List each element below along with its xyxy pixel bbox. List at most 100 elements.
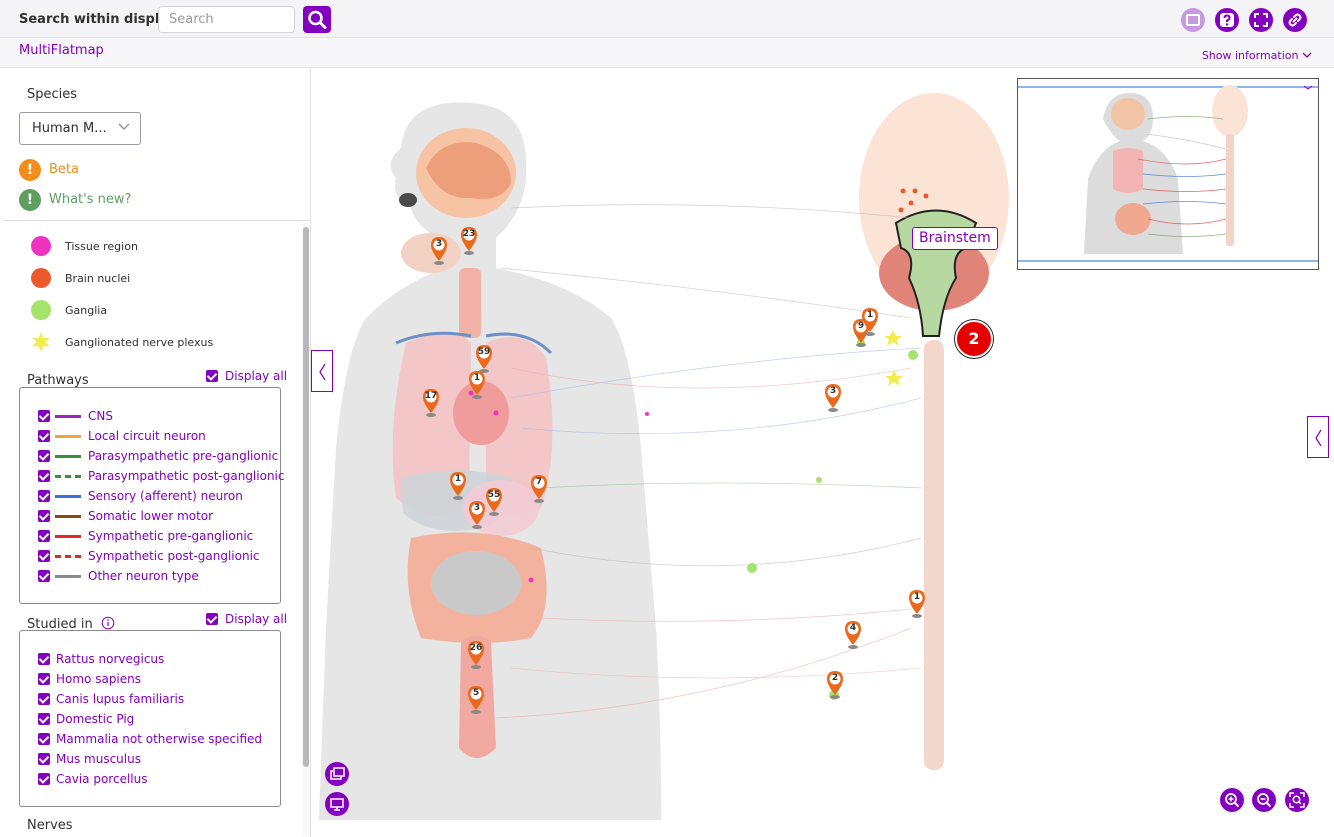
map-marker[interactable]: 9 [852, 318, 870, 348]
checkbox[interactable] [38, 773, 50, 785]
line-swatch [55, 435, 81, 438]
checkbox[interactable] [38, 490, 50, 502]
open-new-map-button[interactable] [325, 762, 349, 786]
marker-count: 4 [849, 623, 857, 633]
pathways-box: CNS Local circuit neuron Parasympathetic… [19, 387, 284, 604]
minimap-preview [1018, 85, 1318, 262]
pathways-title: Pathways [27, 373, 89, 388]
species-item-label: Homo sapiens [56, 672, 142, 686]
map-marker[interactable]: 2 [826, 670, 844, 700]
info-icon[interactable] [101, 616, 115, 630]
checkbox[interactable] [38, 450, 50, 462]
display-settings-button[interactable] [325, 792, 349, 816]
checkbox[interactable] [38, 550, 50, 562]
map-pin-icon [853, 319, 869, 347]
checkbox[interactable] [38, 410, 50, 422]
search-input[interactable] [158, 6, 295, 33]
checkbox[interactable] [38, 430, 50, 442]
fullscreen-button[interactable] [1249, 8, 1273, 32]
collapse-sidebar-tab[interactable] [311, 350, 333, 392]
map-pin-icon [486, 488, 502, 516]
species-select[interactable]: Human M... [19, 112, 141, 145]
top-toolbar: Search within display [0, 0, 1334, 38]
map-marker[interactable]: 17 [422, 388, 440, 418]
species-item-label: Domestic Pig [56, 712, 135, 726]
tab-multiflatmap[interactable]: MultiFlatmap [19, 43, 104, 58]
ganglia-icon [31, 300, 51, 320]
zoom-in-button[interactable] [1220, 788, 1244, 812]
checkbox[interactable] [38, 510, 50, 522]
legend-label: Tissue region [65, 240, 138, 253]
flatmap-icon [1186, 14, 1200, 26]
help-button[interactable] [1215, 8, 1239, 32]
map-marker[interactable]: 4 [844, 620, 862, 650]
checkbox[interactable] [38, 693, 50, 705]
map-marker[interactable]: 7 [530, 474, 548, 504]
checkbox[interactable] [38, 673, 50, 685]
pathway-label: Sympathetic pre-ganglionic [88, 529, 254, 543]
zoom-fit-button[interactable] [1285, 788, 1309, 812]
marker-count: 1 [454, 474, 462, 484]
species-item-label: Rattus norvegicus [56, 652, 165, 666]
pathway-label: Other neuron type [88, 569, 199, 583]
brainstem-tooltip: Brainstem [912, 227, 998, 250]
legend-label: Ganglionated nerve plexus [65, 336, 214, 349]
map-marker[interactable]: 1 [861, 307, 879, 337]
search-label: Search within display [19, 12, 177, 27]
studied-in-label: Studied in [27, 617, 93, 632]
checkbox[interactable] [38, 733, 50, 745]
show-information-toggle[interactable]: Show information [1202, 49, 1312, 62]
species-item-label: Mammalia not otherwise specified [56, 732, 263, 746]
checkbox[interactable] [38, 753, 50, 765]
chevron-left-icon [319, 363, 326, 381]
scrollbar[interactable] [302, 223, 310, 836]
map-pin-icon [862, 308, 878, 336]
search-button[interactable] [303, 6, 331, 33]
checkbox[interactable] [38, 570, 50, 582]
species-label: Species [27, 87, 78, 102]
map-marker[interactable]: 5 [467, 685, 485, 715]
checkbox[interactable] [38, 470, 50, 482]
flatmap-canvas[interactable] [311, 68, 1334, 837]
map-pin-icon [468, 686, 484, 714]
beta-label: Beta [49, 162, 79, 177]
map-marker[interactable]: 55 [485, 487, 503, 517]
map-marker[interactable]: 26 [467, 640, 485, 670]
marker-count: 3 [829, 386, 837, 396]
checkbox[interactable] [206, 370, 218, 382]
chevron-down-icon [1302, 52, 1312, 58]
checkbox[interactable] [38, 713, 50, 725]
zoom-out-button[interactable] [1252, 788, 1276, 812]
line-swatch [55, 535, 81, 538]
scrollbar-thumb[interactable] [303, 227, 309, 767]
map-marker[interactable]: 23 [460, 226, 478, 256]
map-marker[interactable]: 3 [824, 383, 842, 413]
help-icon [1220, 13, 1234, 27]
pathway-label: CNS [88, 409, 113, 423]
map-marker[interactable]: 3 [468, 500, 486, 530]
fullscreen-icon [1254, 13, 1268, 27]
nerve-plexus-star-icon [32, 332, 50, 352]
map-marker[interactable]: 1 [908, 589, 926, 619]
flatmap-view-button[interactable] [1181, 8, 1205, 32]
open-right-panel-tab[interactable] [1307, 416, 1329, 458]
map-marker[interactable]: 1 [449, 471, 467, 501]
line-swatch [55, 575, 81, 578]
display-all-label: Display all [225, 369, 288, 383]
brain-nuclei-icon [31, 268, 51, 288]
map-pin-icon [461, 227, 477, 255]
line-swatch [55, 415, 81, 418]
map-marker[interactable]: 3 [430, 236, 448, 266]
checkbox[interactable] [38, 653, 50, 665]
selection-count-badge[interactable]: 2 [955, 320, 993, 358]
copy-link-button[interactable] [1283, 8, 1307, 32]
checkbox[interactable] [38, 530, 50, 542]
show-information-label: Show information [1201, 49, 1299, 62]
dashed-line-swatch [55, 555, 81, 558]
marker-count: 55 [487, 490, 501, 500]
minimap[interactable] [1017, 78, 1319, 270]
map-marker[interactable]: 1 [468, 370, 486, 400]
checkbox[interactable] [206, 613, 218, 625]
dashed-line-swatch [55, 475, 81, 478]
studied-in-box: Rattus norvegicus Homo sapiens Canis lup… [19, 630, 281, 807]
